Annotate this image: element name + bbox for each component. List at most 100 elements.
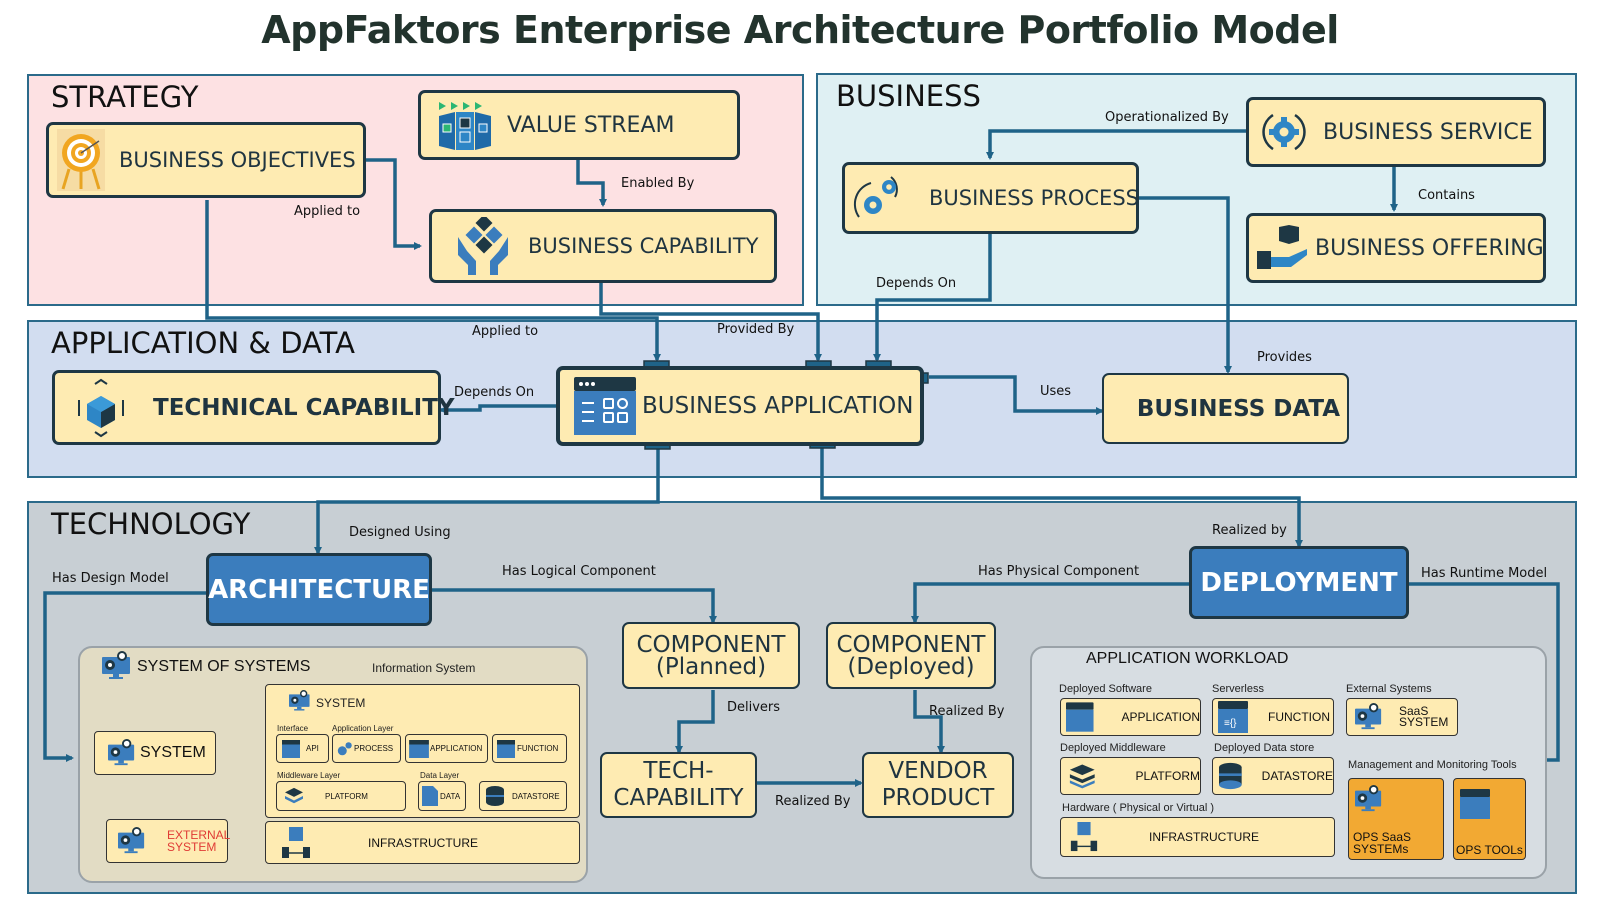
ops-tools-label: OPS TOOLs bbox=[1456, 843, 1523, 857]
value-stream-icon bbox=[439, 102, 491, 150]
node-label: BUSINESS OFFERING bbox=[1315, 235, 1544, 261]
process-label: PROCESS bbox=[354, 744, 394, 753]
sos-infrastructure[interactable]: INFRASTRUCTURE bbox=[265, 821, 580, 864]
node-business-service[interactable]: BUSINESS SERVICE bbox=[1246, 97, 1546, 167]
node-component-planned[interactable]: COMPONENT (Planned) bbox=[622, 622, 800, 689]
saas-system-icon bbox=[1355, 703, 1382, 730]
node-label: BUSINESS DATA bbox=[1136, 395, 1341, 422]
sos-system-label: SYSTEM bbox=[140, 744, 206, 761]
edge-label-realized-by-deploy: Realized by bbox=[1212, 523, 1287, 538]
node-business-process[interactable]: BUSINESS PROCESS bbox=[842, 162, 1139, 234]
workload-application[interactable]: APPLICATION bbox=[1060, 698, 1201, 736]
infrastructure-icon bbox=[282, 826, 310, 858]
interface-label: Interface bbox=[277, 724, 309, 733]
region-business-label: BUSINESS bbox=[836, 79, 981, 113]
sos-application[interactable]: APPLICATION bbox=[405, 734, 488, 763]
sos-process[interactable]: PROCESS bbox=[332, 734, 401, 763]
edge-label-delivers: Delivers bbox=[727, 700, 781, 715]
datastore-label: DATASTORE bbox=[512, 791, 560, 801]
workload-datastore[interactable]: DATASTORE bbox=[1212, 757, 1334, 795]
sos-system[interactable]: SYSTEM bbox=[94, 731, 216, 775]
node-component-deployed[interactable]: COMPONENT (Deployed) bbox=[826, 622, 996, 689]
middleware-layer-label: Middleware Layer bbox=[277, 771, 341, 780]
node-tech-capability[interactable]: TECH- CAPABILITY bbox=[600, 752, 757, 818]
application-label: APPLICATION bbox=[430, 744, 483, 753]
ops-saas-systems[interactable]: OPS SaaS SYSTEMs bbox=[1348, 778, 1444, 860]
node-value-stream[interactable]: VALUE STREAM bbox=[418, 90, 740, 160]
node-label: BUSINESS PROCESS bbox=[929, 186, 1139, 210]
sos-api[interactable]: API bbox=[276, 734, 329, 763]
workload-platform[interactable]: PLATFORM bbox=[1060, 757, 1201, 795]
node-label: DEPLOYMENT bbox=[1200, 567, 1398, 598]
sos-data[interactable]: DATA bbox=[418, 781, 466, 811]
workload-infrastructure[interactable]: INFRASTRUCTURE bbox=[1060, 817, 1335, 857]
cube-icon bbox=[78, 378, 124, 437]
edge-label-realized-by-vendor: Realized By bbox=[929, 704, 1005, 719]
workload-infrastructure-label: INFRASTRUCTURE bbox=[1149, 830, 1259, 844]
workload-function[interactable]: ≡{} FUNCTION bbox=[1212, 698, 1334, 736]
region-technology-label: TECHNOLOGY bbox=[51, 507, 251, 541]
application-layer-label: Application Layer bbox=[332, 724, 394, 733]
api-icon bbox=[282, 739, 300, 758]
service-gear-icon bbox=[1262, 113, 1306, 151]
workload-datastore-label: DATASTORE bbox=[1261, 769, 1333, 783]
system-monitor-icon bbox=[102, 651, 130, 679]
workload-saas-system[interactable]: SaaS SYSTEM bbox=[1346, 698, 1458, 736]
node-architecture[interactable]: ARCHITECTURE bbox=[206, 553, 432, 626]
database-icon bbox=[1219, 762, 1242, 790]
node-label: BUSINESS OBJECTIVES bbox=[119, 148, 356, 172]
capability-hands-icon bbox=[458, 217, 508, 275]
document-icon bbox=[422, 786, 438, 806]
node-technical-capability[interactable]: TECHNICAL CAPABILITY bbox=[52, 370, 455, 445]
system-of-systems-panel: SYSTEM OF SYSTEMS Information System SYS… bbox=[78, 646, 588, 883]
deployed-middleware-label: Deployed Middleware bbox=[1060, 742, 1166, 754]
node-business-capability[interactable]: BUSINESS CAPABILITY bbox=[429, 209, 777, 283]
edge-label-depends-on-process: Depends On bbox=[876, 276, 957, 291]
process-icon bbox=[337, 741, 352, 755]
api-label: API bbox=[306, 744, 319, 753]
application-icon bbox=[1066, 702, 1094, 732]
node-business-application[interactable]: BUSINESS APPLICATION bbox=[556, 366, 924, 446]
inner-system-icon bbox=[289, 690, 310, 711]
layers-icon bbox=[285, 787, 303, 804]
sos-external-system[interactable]: EXTERNAL SYSTEM bbox=[106, 819, 230, 863]
function-icon: ≡{} bbox=[1218, 701, 1248, 733]
ops-saas-label: OPS SaaS SYSTEMs bbox=[1353, 830, 1412, 856]
node-label: TECH- CAPABILITY bbox=[613, 758, 744, 811]
edge-label-has-logical-component: Has Logical Component bbox=[502, 564, 656, 579]
node-business-data[interactable]: BUSINESS DATA bbox=[1102, 373, 1349, 444]
sos-function[interactable]: FUNCTION bbox=[492, 734, 567, 763]
workload-function-label: FUNCTION bbox=[1268, 710, 1330, 724]
application-window-icon bbox=[574, 377, 636, 435]
node-vendor-product[interactable]: VENDOR PRODUCT bbox=[862, 752, 1014, 818]
database-icon bbox=[486, 786, 504, 806]
edge-label-contains: Contains bbox=[1418, 188, 1475, 203]
node-business-objectives[interactable]: BUSINESS OBJECTIVES bbox=[46, 122, 366, 198]
external-system-icon bbox=[118, 827, 145, 854]
node-deployment[interactable]: DEPLOYMENT bbox=[1189, 546, 1409, 619]
node-business-offering[interactable]: BUSINESS OFFERING bbox=[1246, 213, 1546, 283]
target-icon bbox=[57, 129, 105, 191]
application-icon bbox=[409, 739, 429, 758]
application-workload-panel: APPLICATION WORKLOAD Deployed Software S… bbox=[1030, 646, 1547, 879]
node-label: TECHNICAL CAPABILITY bbox=[153, 394, 455, 421]
region-appdata-label: APPLICATION & DATA bbox=[51, 326, 355, 360]
diagram-title: AppFaktors Enterprise Architecture Portf… bbox=[261, 8, 1339, 52]
edge-label-applied-to-1: Applied to bbox=[294, 204, 361, 219]
workload-title: APPLICATION WORKLOAD bbox=[1086, 650, 1289, 667]
edge-label-realized-by-tech: Realized By bbox=[775, 794, 851, 809]
inner-system-label: SYSTEM bbox=[316, 696, 366, 710]
function-label: FUNCTION bbox=[517, 744, 559, 753]
ops-system-icon bbox=[1355, 785, 1382, 812]
edge-label-provided-by: Provided By bbox=[717, 322, 795, 337]
edge-label-designed-using: Designed Using bbox=[349, 525, 451, 540]
ops-tools[interactable]: OPS TOOLs bbox=[1453, 778, 1526, 860]
node-label: BUSINESS APPLICATION bbox=[642, 393, 914, 419]
data-label: DATA bbox=[440, 791, 461, 801]
sos-datastore[interactable]: DATASTORE bbox=[479, 781, 567, 811]
sos-platform[interactable]: PLATFORM bbox=[276, 781, 406, 811]
sos-title: SYSTEM OF SYSTEMS bbox=[137, 658, 311, 675]
edge-label-has-physical-component: Has Physical Component bbox=[978, 564, 1140, 579]
edge-label-enabled-by: Enabled By bbox=[621, 176, 695, 191]
offering-hand-box-icon bbox=[1257, 225, 1307, 269]
